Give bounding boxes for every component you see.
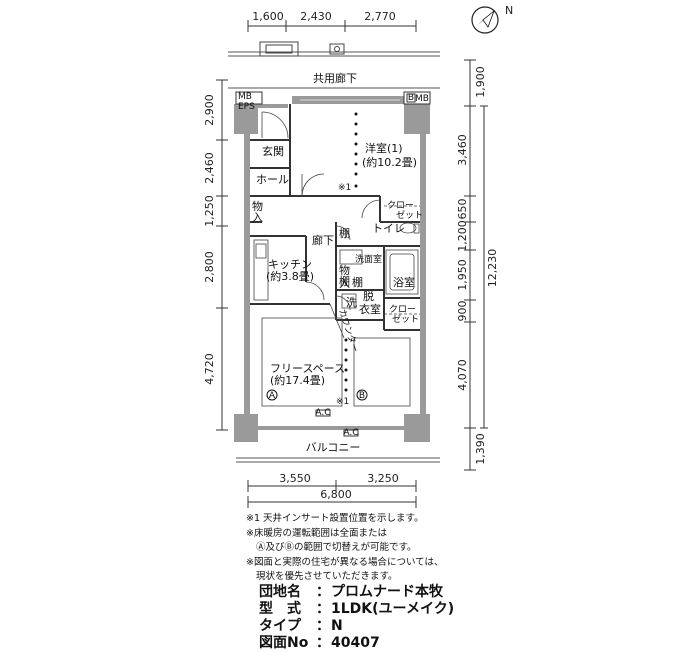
note-3: Ⓐ及びⒷの範囲で切替えが可能です。: [256, 542, 417, 553]
tana2-label: 棚: [339, 274, 350, 288]
info-value-type: 1LDK(ユーメイク): [331, 601, 455, 617]
inner-partitions: [250, 104, 420, 331]
dim-bottom-1: 3,550: [279, 472, 311, 485]
roka-label: 廊下: [312, 233, 334, 247]
info-value-variant: N: [331, 618, 343, 634]
info-row-type: 型 式 ： 1LDK(ユーメイク): [259, 601, 679, 618]
yokushitsu-label: 浴室: [393, 275, 415, 289]
right-dimension: 1,900 3,460 650 1,200 1,950 12,230 900 4…: [456, 59, 499, 471]
dim-left-1: 2,900: [203, 94, 216, 126]
balcony-edge: [236, 457, 440, 463]
dim-right-8: 4,070: [456, 359, 469, 391]
dim-left-2: 2,460: [203, 152, 216, 184]
ceiling-insert-dots: [344, 112, 358, 392]
datsuishitsu-label-b: 衣室: [359, 302, 381, 316]
info-row-drawing-no: 図面No ： 40407: [259, 635, 679, 652]
dim-bottom-total: 6,800: [320, 488, 352, 501]
left-dimension: 2,900 2,460 1,250 2,800 4,720: [203, 79, 228, 431]
youshitsu-size: (約10.2畳): [362, 155, 417, 169]
b-box-label: B: [408, 93, 414, 103]
north-label: N: [505, 4, 513, 17]
dim-left-4: 2,800: [203, 251, 216, 283]
note-2: ※床暖房の運転範囲は全面または: [246, 527, 387, 539]
mb-label-left: MB: [238, 92, 252, 102]
dim-right-1: 1,900: [474, 66, 487, 98]
insert-note-1: ※1: [338, 183, 351, 193]
free-space-label: フリースペース: [270, 362, 345, 375]
monoire1-label-b: 入: [252, 211, 263, 224]
balcony-label: バルコニー: [306, 441, 361, 454]
zone-a-label: A: [269, 391, 276, 401]
info-sep-1: ：: [316, 584, 330, 600]
dim-right-total: 12,230: [486, 249, 499, 288]
ac-label-1: A.C: [315, 408, 330, 418]
hall-label: ホール: [256, 173, 289, 186]
dim-right-2: 3,460: [456, 134, 469, 166]
ac-markers: A.C A.C: [315, 408, 358, 438]
zone-b-marker: B: [356, 389, 368, 401]
ac-label-2: A.C: [343, 428, 358, 438]
monoire1-label-a: 物: [252, 199, 263, 213]
property-info: 団地名 ： プロムナード本牧 型 式 ： 1LDK(ユーメイク) タイプ ： N…: [259, 584, 679, 652]
corridor-strip: [228, 41, 440, 57]
youshitsu-label: 洋室(1): [365, 141, 403, 155]
note-4: ※図面と実際の住宅が異なる場合については、: [246, 556, 444, 568]
bottom-dimension: 3,550 3,250 6,800: [247, 472, 417, 508]
info-key-drawing-no: 図面No: [259, 635, 309, 651]
monoire2-label-b: 入: [339, 277, 350, 290]
kitchen-label: キッチン: [268, 258, 312, 271]
door-swings: [261, 111, 381, 311]
senmenshitsu-label: 洗面室: [355, 253, 382, 265]
dim-right-7: 900: [456, 301, 469, 322]
info-value-name: プロムナード本牧: [331, 584, 443, 600]
info-sep-2: ：: [316, 601, 330, 617]
sen-label: 洗: [346, 296, 357, 309]
closet1-label-a: クロー: [387, 200, 414, 211]
toilet-label: トイレ: [372, 222, 405, 235]
insert-note-2: ※1: [336, 397, 349, 407]
info-sep-3: ：: [316, 618, 330, 634]
info-key-name: 団地名: [259, 584, 301, 600]
dim-right-5: 1,950: [456, 259, 469, 291]
closet2-label-a: クロー: [389, 304, 416, 315]
kitchen-size: (約3.8畳): [266, 269, 314, 283]
info-key-type: 型 式: [259, 601, 301, 617]
tana3-label: 棚: [352, 275, 363, 289]
info-row-variant: タイプ ： N: [259, 618, 679, 635]
tana1-label: 棚: [339, 226, 350, 240]
note-5: 現状を優先させていただきます。: [256, 571, 398, 582]
free-space-size: (約17.4畳): [270, 373, 325, 387]
mb-label-right: MB: [415, 94, 429, 104]
dim-left-5: 4,720: [203, 353, 216, 385]
info-row-name: 団地名 ： プロムナード本牧: [259, 584, 679, 601]
fixtures: [253, 99, 420, 407]
info-key-variant: タイプ: [259, 618, 301, 634]
monoire2-label-a: 物: [339, 263, 350, 277]
info-value-drawing-no: 40407: [331, 635, 380, 651]
eps-label: EPS: [238, 102, 255, 112]
note-1: ※1 天井インサート設置位置を示します。: [246, 513, 424, 524]
dim-top-3: 2,770: [364, 10, 396, 23]
north-arrow-icon: N: [471, 4, 513, 34]
info-sep-4: ：: [316, 635, 330, 651]
dim-right-4: 1,200: [456, 220, 469, 252]
counter-label: カウンター: [336, 308, 360, 354]
dim-bottom-2: 3,250: [367, 472, 399, 485]
dim-top-2: 2,430: [300, 10, 332, 23]
zone-a-marker: A: [266, 389, 278, 401]
zone-b-label: B: [359, 391, 365, 401]
closet1-label-b: ゼット: [396, 209, 423, 221]
closet2-label-b: ゼット: [392, 313, 419, 325]
notes: ※1 天井インサート設置位置を示します。 ※床暖房の運転範囲は全面または Ⓐ及び…: [246, 512, 686, 585]
dim-top-1: 1,600: [252, 10, 284, 23]
genkan-label: 玄関: [262, 144, 284, 158]
datsuishitsu-label-a: 脱: [363, 289, 374, 303]
dim-right-3: 650: [456, 199, 469, 220]
corridor-label: 共用廊下: [313, 71, 357, 85]
top-dimension: 1,600 2,430 2,770: [247, 10, 417, 32]
dim-right-9: 1,390: [474, 433, 487, 465]
dim-left-3: 1,250: [203, 195, 216, 227]
